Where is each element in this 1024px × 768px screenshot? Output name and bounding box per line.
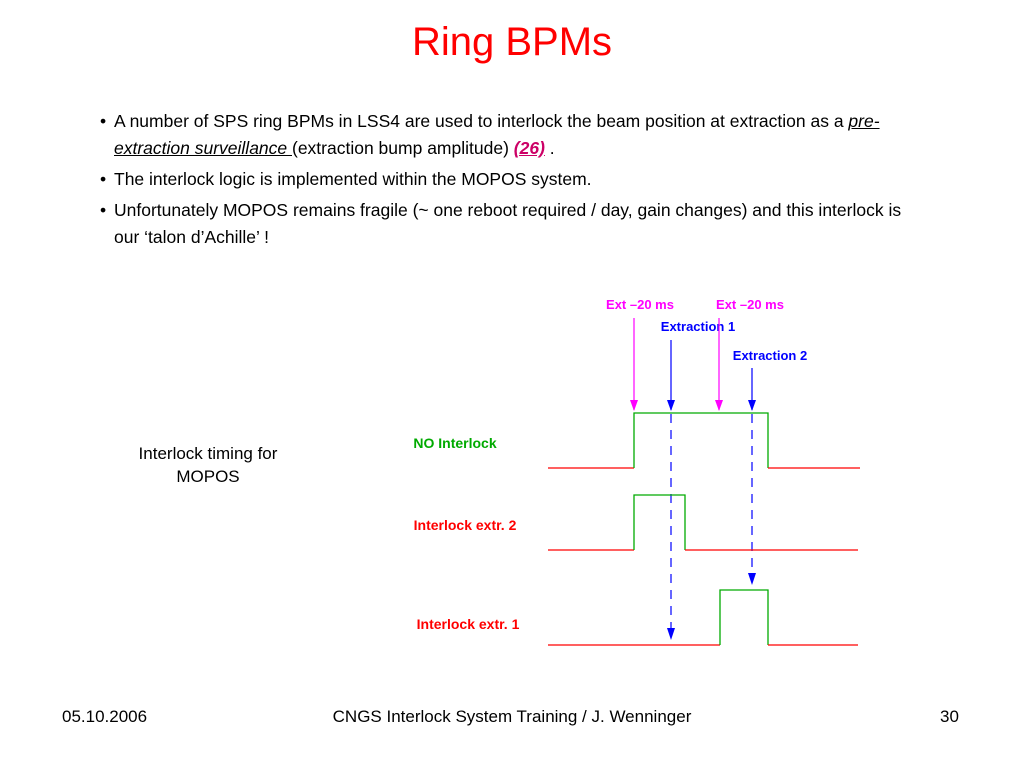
bullet-text: A number of SPS ring BPMs in LSS4 are us… <box>114 111 849 131</box>
bullet-item: • A number of SPS ring BPMs in LSS4 are … <box>100 111 880 158</box>
arrow-head-icon <box>748 400 756 411</box>
arrow-head-icon <box>667 400 675 411</box>
arrow-head-icon <box>630 400 638 411</box>
bullet-item: • The interlock logic is implemented wit… <box>100 169 592 189</box>
interlock-extr-1-signal-high <box>719 589 769 645</box>
extraction-1-label: Extraction 1 <box>661 319 735 334</box>
arrow-head-icon <box>667 628 675 640</box>
arrow-head-icon <box>748 573 756 585</box>
bullet-text: The interlock logic is implemented withi… <box>114 169 592 189</box>
ext-minus-20ms-label-2: Ext –20 ms <box>716 297 784 312</box>
extraction-2-label: Extraction 2 <box>733 348 807 363</box>
interlock-extr-1-label: Interlock extr. 1 <box>417 616 520 632</box>
page-number: 30 <box>940 707 959 726</box>
diagram-caption: Interlock timing for MOPOS <box>138 444 278 486</box>
no-interlock-label: NO Interlock <box>413 435 496 451</box>
footer-date: 05.10.2006 <box>62 707 148 726</box>
interlock-extr-2-label: Interlock extr. 2 <box>414 517 517 533</box>
ext-minus-20ms-label-1: Ext –20 ms <box>606 297 674 312</box>
bullet-text: (extraction bump amplitude) <box>292 138 514 158</box>
bullet-text: Unfortunately MOPOS remains fragile (~ o… <box>114 200 902 247</box>
arrow-head-icon <box>715 400 723 411</box>
bullet-item: • Unfortunately MOPOS remains fragile (~… <box>100 200 902 247</box>
footer-title: CNGS Interlock System Training / J. Wenn… <box>332 707 692 726</box>
bullet-text: . <box>544 138 555 158</box>
bullet-list: • A number of SPS ring BPMs in LSS4 are … <box>100 108 930 255</box>
pre-extraction-link[interactable]: pre-extraction surveillance <box>114 111 880 158</box>
slide-title: Ring BPMs <box>411 20 613 64</box>
interlock-extr-2-signal-high <box>633 494 686 550</box>
no-interlock-signal-high <box>633 412 769 468</box>
reference-link[interactable]: (26) <box>513 138 545 158</box>
